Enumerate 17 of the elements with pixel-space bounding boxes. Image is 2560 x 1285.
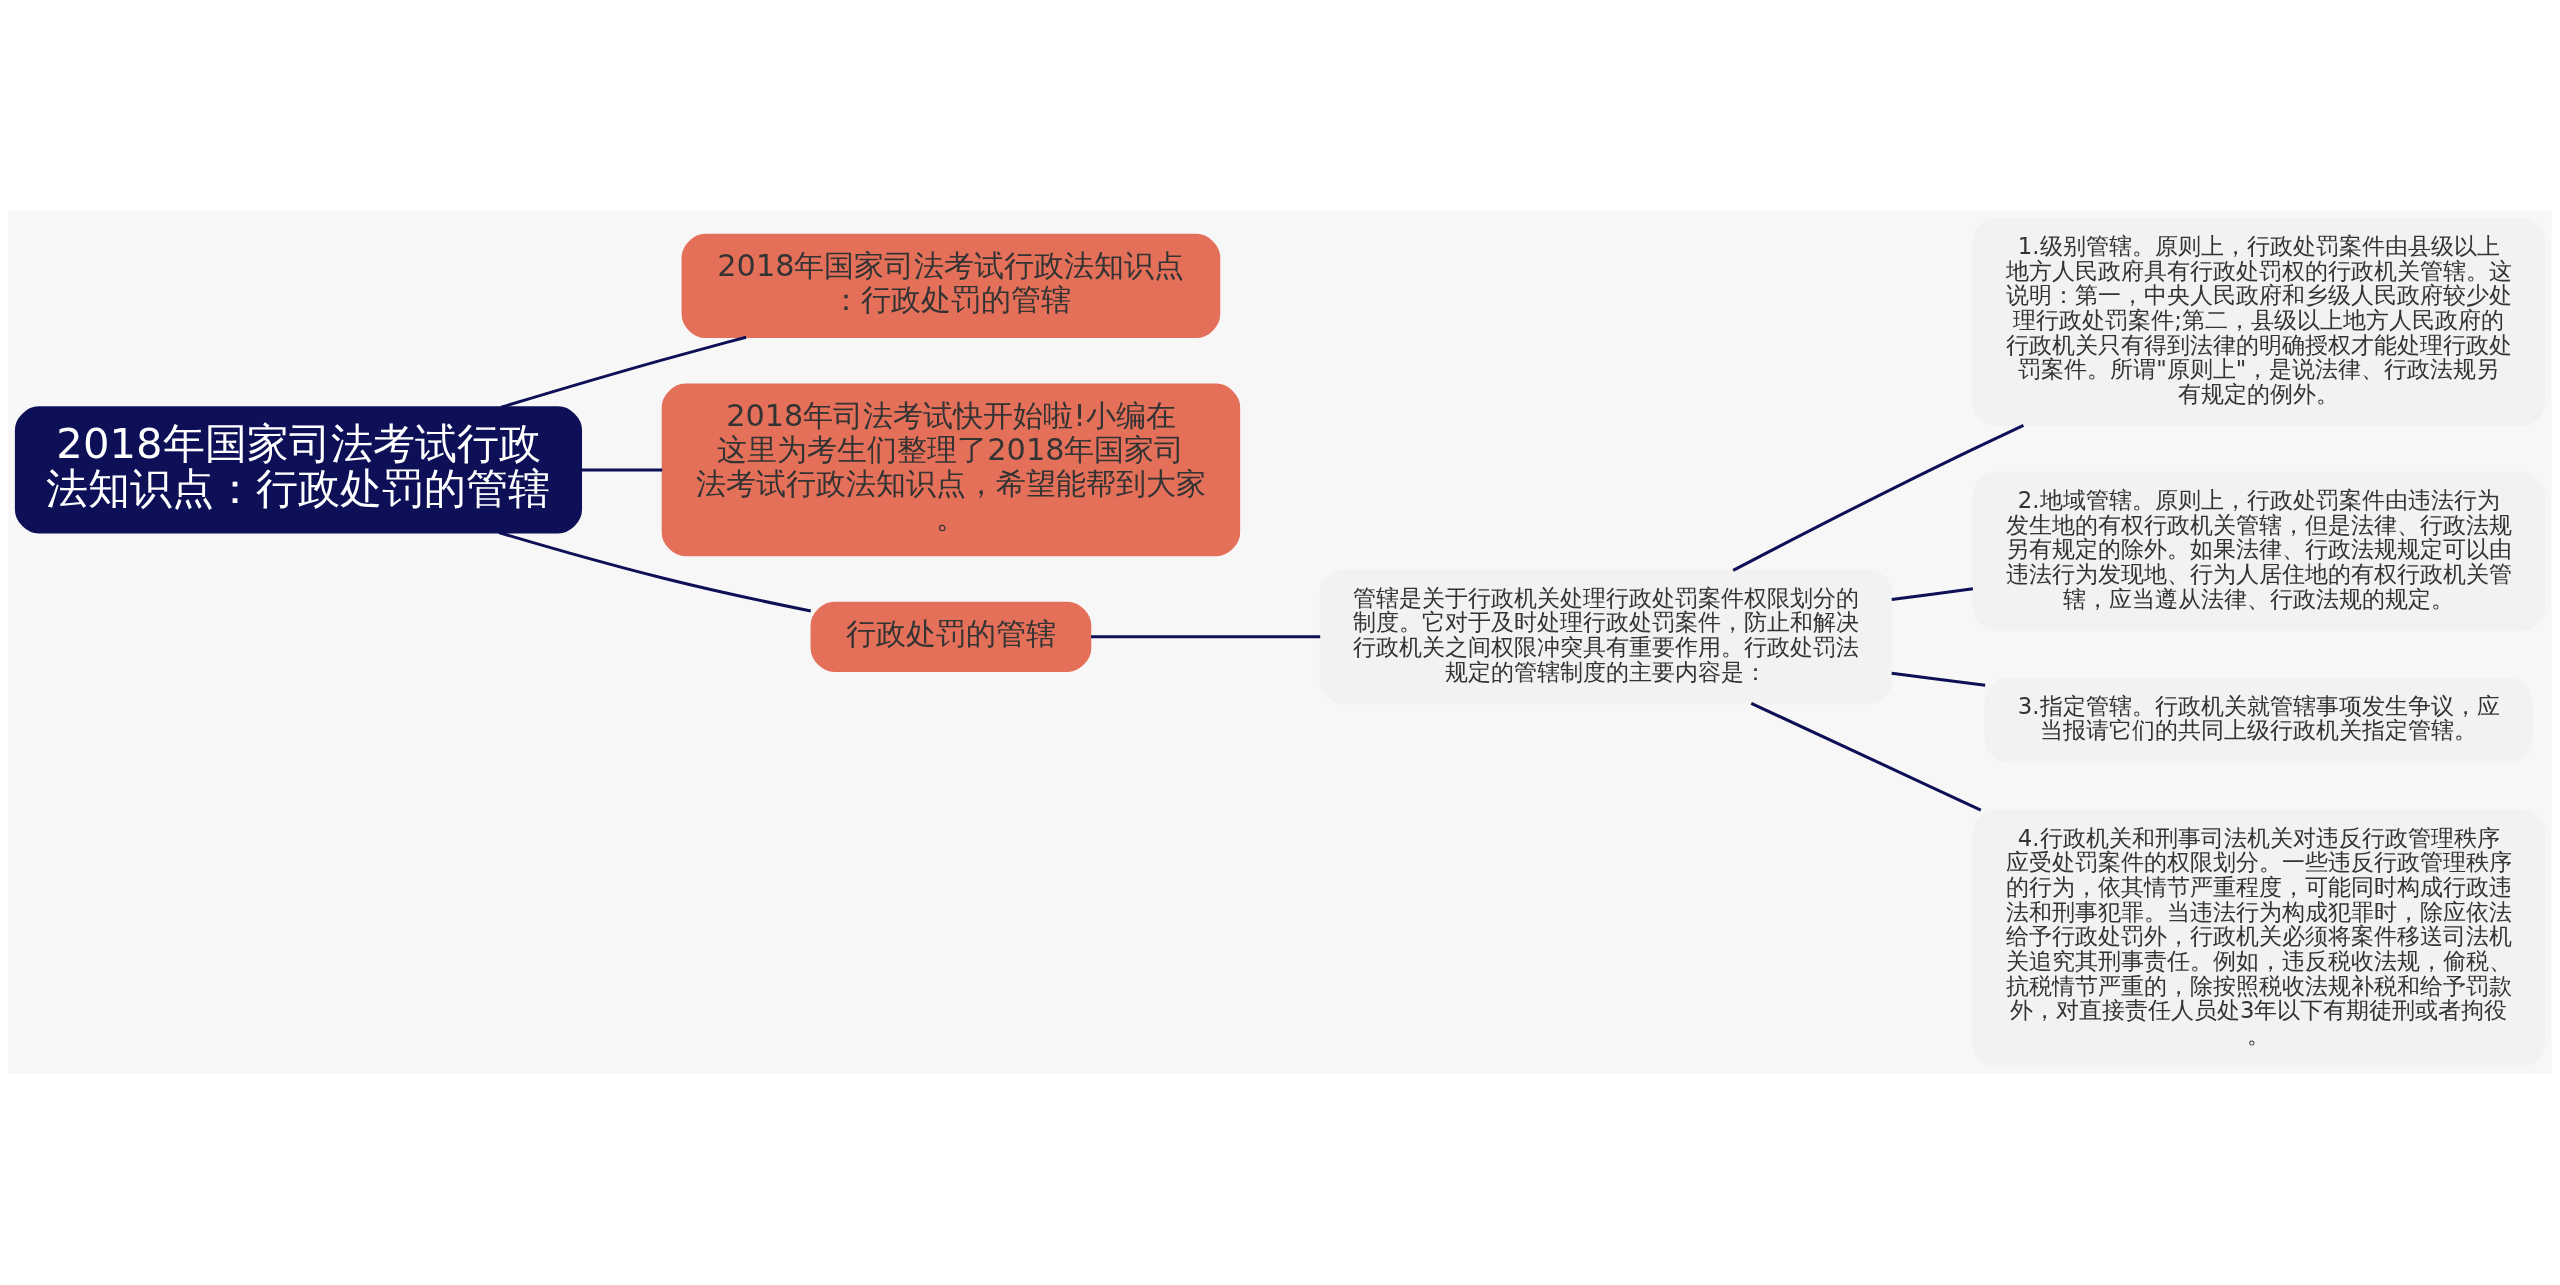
node-text: 1.级别管辖。原则上，行政处罚案件由县级以上地方人民政府具有行政处罚权的行政机关管辖。这说明：第一，中央人民政府和乡级人民政府较少处理行政处罚案件;第二，县级以上地方人民政府的行政机关只有得到法律的明确授权才能处理行政处罚案件。所谓"原则上"，是说法律、行政法规另有规定的例外。 [2005, 232, 2512, 407]
node-box: 行政处罚的管辖 [810, 601, 1092, 672]
node-box: 2018年国家司法考试行政法知识点：行政处罚的管辖 [681, 233, 1221, 339]
node-box: 2018年国家司法考试行政法知识点：行政处罚的管辖 [14, 406, 582, 534]
connector [581, 468, 663, 472]
connector [1750, 702, 1982, 812]
connector [1732, 423, 2025, 572]
node-text: 4.行政机关和刑事司法机关对违反行政管理秩序应受处罚案件的权限划分。一些违反行政管理秩序的行为，依其情节严重程度，可能同时构成行政违法和刑事犯罪。当违法行为构成犯罪时，除应依法给予行政处罚外，行政机关必须将案件移送司法机关追究其刑事责任。例如，违反税收法规，偷税、抗税情节严重的，除按照税收法规补税和给予罚款外，对直接责任人员处3年以下有期徒刑或者拘役。 [2005, 824, 2512, 1048]
connector [1091, 635, 1321, 639]
connector [1891, 671, 1986, 687]
connector [1891, 587, 1974, 601]
connector [498, 531, 812, 613]
node-text: 2.地域管辖。原则上，行政处罚案件由违法行为发生地的有权行政机关管辖，但是法律、行政法规另有规定的除外。如果法律、行政法规规定可以由违法行为发现地、行为人居住地的有权行政机关管辖，应当遵从法律、行政法规的规定。 [2005, 487, 2512, 612]
connector [500, 335, 747, 409]
node-box: 2018年司法考试快开始啦!小编在这里为考生们整理了2018年国家司法考试行政法知识点，希望能帮到大家。 [661, 383, 1241, 557]
node-text: 管辖是关于行政机关处理行政处罚案件权限划分的制度。它对于及时处理行政处罚案件，防止和解决行政机关之间权限冲突具有重要作用。行政处罚法规定的管辖制度的主要内容是： [1353, 584, 1860, 685]
node-text: 3.指定管辖。行政机关就管辖事项发生争议，应当报请它们的共同上级行政机关指定管辖。 [2017, 692, 2500, 744]
